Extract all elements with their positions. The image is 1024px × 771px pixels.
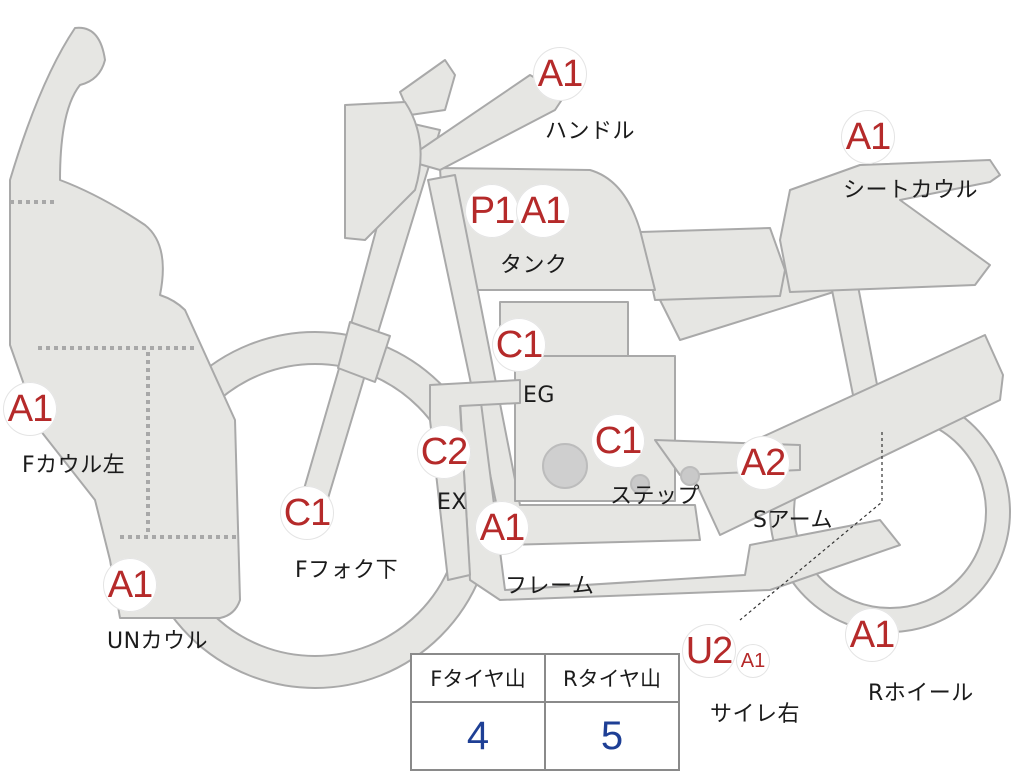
front-tire-header: Fタイヤ山 <box>410 653 546 703</box>
footpeg-shape-2 <box>680 466 700 486</box>
engine-label: EG <box>523 383 555 408</box>
footpeg-shape-1 <box>630 474 650 494</box>
tire-tread-table: Fタイヤ山 Rタイヤ山 4 5 <box>410 653 680 771</box>
tank-label: タンク <box>500 253 568 278</box>
rear-wheel-label: Rホイール <box>868 681 974 706</box>
under-cowl-label: UNカウル <box>107 629 209 654</box>
f-cowl-left-label: Fカウル左 <box>22 453 126 478</box>
silencer-right-label: サイレ右 <box>710 702 801 727</box>
engine-code-badge: C1 <box>492 318 546 372</box>
tire-table-value-row: 4 5 <box>410 701 680 771</box>
tire-table-header-row: Fタイヤ山 Rタイヤ山 <box>410 653 680 703</box>
under-cowl-code-badge: A1 <box>103 558 157 612</box>
engine-cover-shape <box>542 443 588 489</box>
tank-code-badge-1: P1 <box>465 184 519 238</box>
f-fork-lower-label: Fフォク下 <box>295 558 399 583</box>
swing-arm-code-badge: A2 <box>736 436 790 490</box>
step-label: ステップ <box>610 484 701 509</box>
frame-label: フレーム <box>505 574 595 599</box>
handlebar-shape <box>404 74 566 171</box>
seat-cowl-shape <box>779 159 1001 293</box>
f-fork-lower-code-badge: C1 <box>280 486 334 540</box>
exhaust-label: EX <box>437 490 467 515</box>
rear-tire-value: 5 <box>544 701 680 771</box>
seat-shape <box>639 227 786 301</box>
swing-arm-label: Sアーム <box>753 508 833 533</box>
rear-wheel-code-badge: A1 <box>845 608 899 662</box>
silencer-right-code-badge-1: U2 <box>682 624 736 678</box>
frame-code-badge: A1 <box>475 501 529 555</box>
rear-tire-header: Rタイヤ山 <box>544 653 680 703</box>
headlight-shape <box>344 101 422 241</box>
seat-cowl-code-badge: A1 <box>841 110 895 164</box>
seat-cowl-label: シートカウル <box>843 178 979 203</box>
exhaust-code-badge: C2 <box>417 425 471 479</box>
front-cowl-shape <box>9 26 241 619</box>
step-code-badge: C1 <box>591 414 645 468</box>
f-cowl-left-code-badge: A1 <box>3 382 57 436</box>
handle-code-badge: A1 <box>533 47 587 101</box>
tank-code-badge-2: A1 <box>516 184 570 238</box>
fork-cover-shape <box>337 321 391 383</box>
handle-label: ハンドル <box>545 119 636 144</box>
front-tire-value: 4 <box>410 701 546 771</box>
silencer-right-code-badge-2: A1 <box>736 644 770 678</box>
